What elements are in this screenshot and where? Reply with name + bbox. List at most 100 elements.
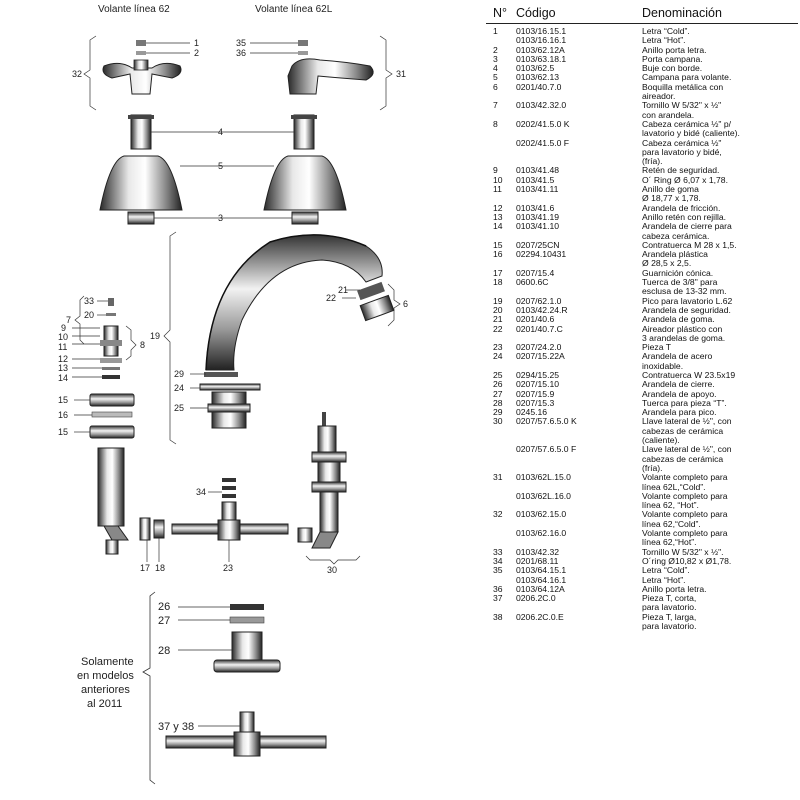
note-line-3: anteriores	[81, 684, 130, 696]
part-code: 0103/64.16.1	[516, 574, 567, 585]
callout-16: 16	[58, 410, 68, 420]
part-name: Arandela de cierre para	[642, 221, 732, 232]
part-code: 0207/24.2.0	[516, 342, 562, 353]
table-row: cabeza cerámica.	[486, 230, 798, 241]
part-name: línea 62, “Hot”.	[642, 500, 699, 511]
callout-19: 19	[150, 331, 160, 341]
part-code: 0202/41.5.0 F	[516, 137, 570, 148]
ceramic-cartridge-stack	[100, 298, 122, 379]
part-number: 14	[493, 221, 503, 232]
exploded-parts-diagram: Volante línea 62 Volante línea 62L 1 2	[58, 4, 408, 785]
part-name: cabezas de cerámica	[642, 453, 724, 464]
part-code: 0103/63.18.1	[516, 53, 567, 64]
part-name: O´ring Ø10,82 x Ø1,78.	[642, 555, 732, 566]
part-name: Contratuerca M 28 x 1,5.	[642, 239, 737, 250]
part-number: 16	[493, 249, 503, 260]
callout-17: 17	[140, 563, 150, 573]
note-line-1: Solamente	[81, 656, 134, 668]
table-row: 15 0207/25CN Contratuerca M 28 x 1,5.	[486, 239, 798, 250]
table-row: línea 62,“Cold”.	[486, 519, 798, 529]
part-number: 34	[493, 555, 503, 566]
part-code: 0103/64.12A	[516, 583, 565, 594]
part-number: 10	[493, 174, 503, 185]
part-number: 32	[493, 509, 503, 520]
part-number: 26	[493, 379, 503, 390]
table-row: línea 62, “Hot”.	[486, 500, 798, 511]
part-code: 0207/25CN	[516, 239, 560, 250]
part-name: Pieza T	[642, 342, 671, 353]
callout-24: 24	[174, 383, 184, 393]
handle-62l-assembly	[263, 40, 374, 225]
part-name: 3 arandelas de goma.	[642, 332, 726, 343]
part-code: 0103/41.11	[516, 184, 559, 195]
callout-1: 1	[194, 38, 199, 48]
part-name: Volante completo para	[642, 509, 728, 520]
part-code: 0207/15.10	[516, 379, 560, 390]
callout-4: 4	[218, 127, 223, 137]
table-row: aireador.	[486, 91, 798, 101]
part-code: 0201/40.6	[516, 314, 555, 325]
part-name: Arandela plástica	[642, 249, 708, 260]
table-row: 14 0103/41.10 Arandela de cierre para	[486, 221, 798, 232]
part-code: 0207/15.22A	[516, 351, 565, 362]
callout-8: 8	[140, 340, 145, 350]
table-row: 23 0207/24.2.0 Pieza T	[486, 342, 798, 353]
part-number: 15	[493, 239, 503, 250]
part-name: (fría).	[642, 156, 663, 167]
table-row: cabezas de cerámica	[486, 426, 798, 436]
part-number: 17	[493, 267, 503, 278]
part-code: 0103/41.48	[516, 165, 560, 176]
part-number: 19	[493, 295, 503, 306]
table-row: lavatorio y bidé (caliente).	[486, 128, 798, 138]
table-row: (fría).	[486, 156, 798, 167]
part-name: Anillo porta letra.	[642, 583, 707, 594]
part-number: 27	[493, 388, 503, 399]
part-name: Pieza T, larga,	[642, 611, 697, 622]
part-code: 0206.2C.0.E	[516, 611, 564, 622]
part-code: 0207/15.4	[516, 267, 555, 278]
table-row: para lavatorio.	[486, 603, 798, 613]
part-number: 8	[493, 118, 498, 129]
part-number: 35	[493, 565, 503, 576]
part-code: 0207/57.6.5.0 K	[516, 416, 577, 427]
table-row: 38 0206.2C.0.E Pieza T, larga,	[486, 611, 798, 622]
part-number: 28	[493, 397, 503, 408]
callout-22: 22	[326, 293, 336, 303]
table-row: Ø 18,77 x 1,78.	[486, 194, 798, 204]
part-code: 0201/40.7.C	[516, 323, 563, 334]
part-number: 29	[493, 407, 503, 418]
callout-27: 27	[158, 615, 170, 627]
table-row: 16 02294.10431 Arandela plástica	[486, 249, 798, 260]
part-code: 02294.10431	[516, 249, 567, 260]
part-name: cabeza cerámica.	[642, 230, 710, 241]
part-name: Arandela de goma.	[642, 314, 715, 325]
part-number: 38	[493, 611, 503, 622]
part-code: 0207/15.3	[516, 397, 555, 408]
callout-35: 35	[236, 38, 246, 48]
part-name: Cabeza cerámica ½" p/	[642, 118, 732, 129]
part-name: O´ Ring Ø 6,07 x 1,78.	[642, 174, 728, 185]
top-callouts	[83, 35, 393, 445]
part-name: Llave lateral de ½", con	[642, 444, 732, 455]
part-number: 23	[493, 342, 503, 353]
part-code: 0103/41.10	[516, 221, 560, 232]
part-name: Letra “Cold”.	[642, 26, 690, 36]
part-code: 0103/41.5	[516, 174, 555, 185]
